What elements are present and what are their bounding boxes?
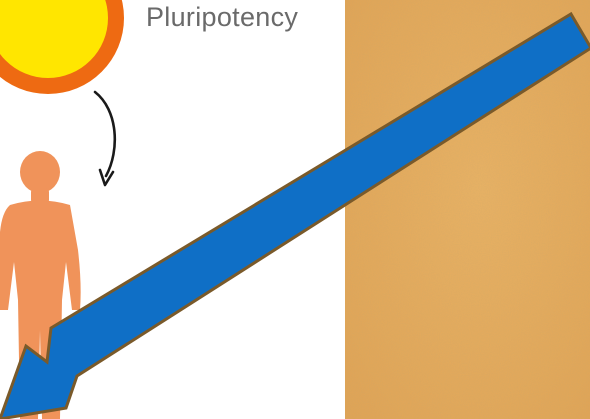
pluripotency-label: Pluripotency: [146, 2, 299, 32]
cell-icon: [0, 0, 124, 94]
diagonal-arrow-icon: [0, 11, 590, 419]
curved-arrow-icon: [93, 90, 117, 187]
